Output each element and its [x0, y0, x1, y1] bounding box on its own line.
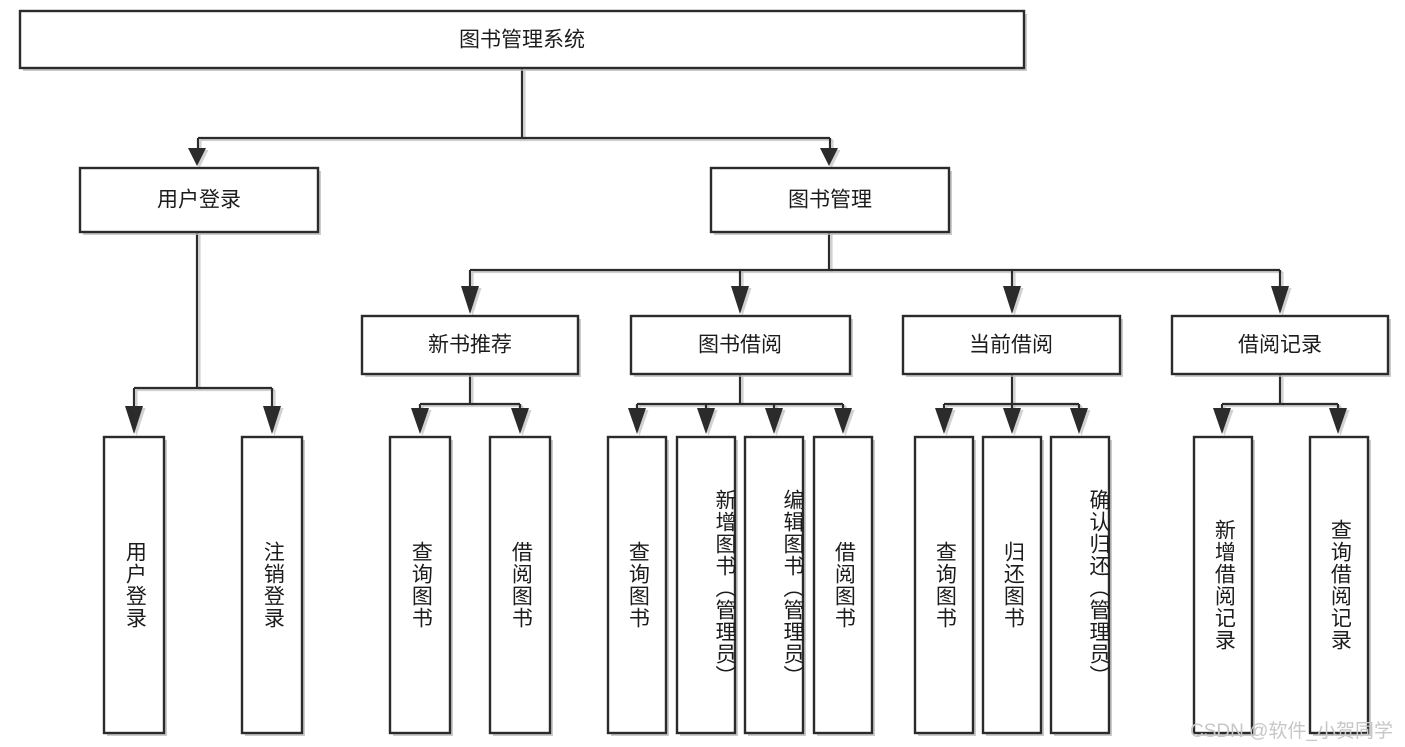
leaf-label-new-book-0: 查询图书 — [409, 541, 433, 629]
leaf-label-book-borrow-0: 查询图书 — [626, 541, 650, 629]
leaf-label-borrow-record-0: 新增借阅记录 — [1212, 519, 1236, 651]
arrow-to-leaf-logout — [263, 406, 284, 436]
arrow-to-leaf-br-1 — [1329, 408, 1350, 436]
connector-user-login-stem — [195, 232, 201, 390]
leaf-label-user-login-1: 注销登录 — [261, 541, 285, 629]
leaf-box-borrow-record-1[interactable] — [1308, 435, 1371, 736]
leaf-box-book-borrow-3[interactable] — [812, 435, 875, 736]
arrow-to-leaf-bb-1 — [697, 408, 718, 436]
leaf-label-book-borrow-3: 借阅图书 — [832, 541, 856, 629]
arrow-to-leaf-bb-0 — [628, 408, 649, 436]
connector-user-login-bus — [132, 386, 276, 410]
connector-book-borrow-stem — [738, 374, 744, 406]
leaf-box-book-borrow-0[interactable] — [606, 435, 669, 736]
connector-borrow-record-bus — [1220, 402, 1342, 412]
leaf-label-current-borrow-2: 确认归还（管理员） — [1087, 489, 1110, 687]
leaf-box-book-borrow-2[interactable] — [743, 435, 806, 736]
node-book-borrow-label: 图书借阅 — [698, 334, 782, 357]
leaf-label-current-borrow-1: 归还图书 — [1001, 541, 1025, 629]
connector-root-stem — [520, 69, 526, 140]
leaf-label-book-borrow-2: 编辑图书（管理员） — [781, 489, 804, 687]
leaf-box-book-borrow-1[interactable] — [675, 435, 738, 736]
arrow-to-book-borrow — [731, 286, 752, 316]
leaf-box-new-book-1[interactable] — [488, 435, 553, 736]
leaf-box-current-borrow-1[interactable] — [981, 435, 1044, 736]
node-book-borrow[interactable]: 图书借阅 — [629, 314, 853, 377]
arrow-to-leaf-cb-2 — [1070, 408, 1091, 436]
arrow-to-new-book — [461, 286, 482, 316]
node-user-login-label: 用户登录 — [157, 189, 241, 212]
arrow-to-leaf-nb-0 — [411, 408, 432, 436]
leaf-label-current-borrow-0: 查询图书 — [933, 541, 957, 629]
connector-book-borrow-bus — [635, 402, 847, 412]
connector-book-manage-bus — [468, 268, 1284, 290]
arrow-to-leaf-nb-1 — [511, 408, 532, 436]
leaf-box-current-borrow-2[interactable] — [1049, 435, 1112, 736]
connector-new-book-stem — [468, 374, 474, 406]
arrow-to-leaf-br-0 — [1213, 408, 1234, 436]
connector-current-borrow-stem — [1010, 374, 1016, 406]
watermark-text: CSDN @软件_小贺同学 — [1190, 721, 1393, 742]
node-book-manage[interactable]: 图书管理 — [709, 166, 952, 235]
connector-new-book-bus — [418, 402, 524, 412]
arrow-to-leaf-bb-3 — [834, 408, 855, 436]
leaf-label-user-login-0: 用户登录 — [123, 541, 147, 629]
leaf-label-book-borrow-1: 新增图书（管理员） — [713, 489, 736, 687]
arrow-to-user-login — [188, 148, 209, 168]
leaf-box-current-borrow-0[interactable] — [913, 435, 976, 736]
leaf-box-user-login-1[interactable] — [240, 435, 305, 736]
node-new-book-recommend[interactable]: 新书推荐 — [360, 314, 581, 377]
node-book-manage-label: 图书管理 — [788, 189, 872, 212]
connectors — [125, 69, 1350, 436]
leaf-box-user-login-0[interactable] — [102, 435, 167, 736]
arrow-to-leaf-cb-1 — [1003, 408, 1024, 436]
node-current-borrow-label: 当前借阅 — [969, 334, 1053, 357]
leaf-label-borrow-record-1: 查询借阅记录 — [1328, 519, 1352, 651]
arrow-to-current-borrow — [1003, 286, 1024, 316]
arrow-to-borrow-record — [1271, 286, 1292, 316]
node-root-label: 图书管理系统 — [459, 29, 585, 52]
node-borrow-record-label: 借阅记录 — [1238, 334, 1322, 357]
leaf-label-new-book-1: 借阅图书 — [509, 541, 533, 629]
node-borrow-record[interactable]: 借阅记录 — [1170, 314, 1391, 377]
arrow-to-book-manage — [820, 148, 841, 168]
node-current-borrow[interactable]: 当前借阅 — [901, 314, 1123, 377]
leaf-box-new-book-0[interactable] — [388, 435, 453, 736]
arrow-to-leaf-user-login — [125, 406, 146, 436]
arrow-to-leaf-cb-0 — [935, 408, 956, 436]
node-user-login[interactable]: 用户登录 — [78, 166, 321, 235]
leaf-box-borrow-record-0[interactable] — [1192, 435, 1255, 736]
connector-borrow-record-stem — [1278, 374, 1284, 406]
node-new-book-recommend-label: 新书推荐 — [428, 334, 512, 357]
connector-book-manage-stem — [827, 232, 833, 272]
arrow-to-leaf-bb-2 — [765, 408, 786, 436]
node-root[interactable]: 图书管理系统 — [18, 9, 1027, 71]
connector-root-bus — [196, 136, 834, 152]
